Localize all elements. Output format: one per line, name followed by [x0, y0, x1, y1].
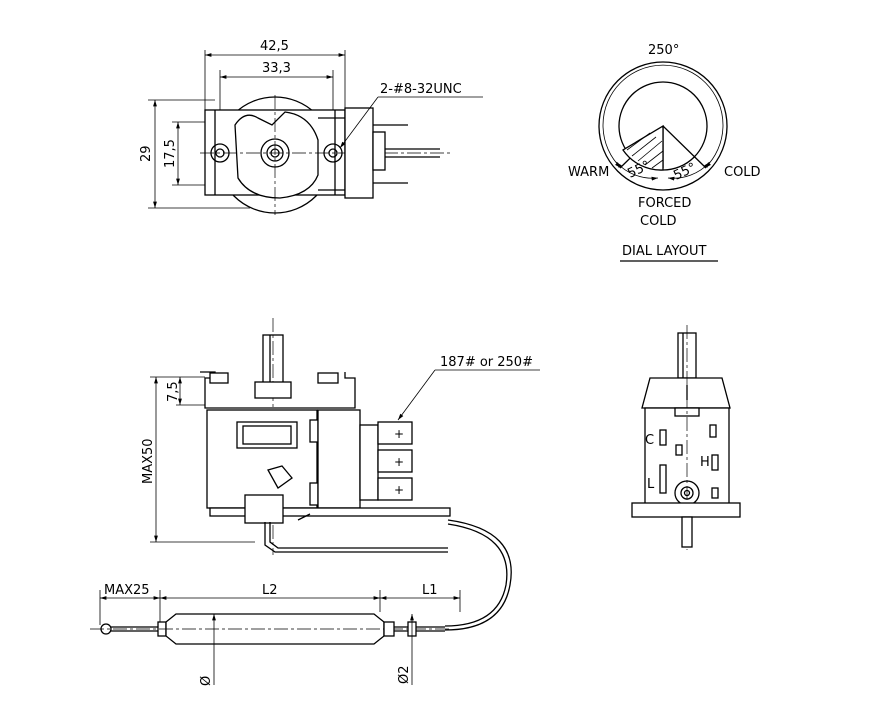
dial-angle-total: 250° — [648, 43, 679, 58]
dim-dia2: Ø2 — [397, 665, 412, 684]
dim-l2: L2 — [262, 583, 278, 598]
dim-width-inner: 33,3 — [262, 61, 291, 76]
svg-text:+: + — [394, 483, 404, 497]
svg-text:+: + — [394, 455, 404, 469]
terminal-1 — [377, 421, 413, 445]
dial-angle-right: 55° — [671, 160, 698, 183]
dial-forced-line1: FORCED — [638, 196, 691, 211]
top-view: 42,5 33,3 29 17,5 — [139, 39, 483, 215]
thread-note: 2-#8-32UNC — [380, 82, 462, 97]
side-label-l: L — [647, 477, 655, 492]
side-label-h: H — [700, 455, 710, 470]
dim-top: 7,5 — [166, 381, 181, 402]
dial-caption: DIAL LAYOUT — [622, 244, 707, 259]
dim-max-height: MAX50 — [141, 438, 156, 484]
terminal-note: 187# or 250# — [440, 355, 533, 370]
dial-layout: 250° 55° 55° WARM COLD FORCED COLD DIAL … — [568, 43, 761, 262]
bulb-view: MAX25 L2 L1 Ø Ø2 — [90, 583, 461, 686]
dial-forced-line2: COLD — [640, 214, 677, 229]
dim-max25: MAX25 — [104, 583, 150, 598]
dial-warm-label: WARM — [568, 165, 609, 180]
side-view: C H L — [631, 325, 741, 550]
dim-width-outer: 42,5 — [260, 39, 289, 54]
front-view: 7,5 MAX50 + + + 187# or 250# — [141, 318, 540, 631]
side-label-c: C — [645, 433, 654, 448]
dim-height-inner: 17,5 — [163, 139, 178, 168]
terminal-3 — [377, 477, 413, 501]
dim-height-outer: 29 — [139, 145, 154, 162]
dial-cold-label: COLD — [724, 165, 761, 180]
dim-l1: L1 — [422, 583, 438, 598]
terminal-2 — [377, 449, 413, 473]
svg-text:+: + — [394, 427, 404, 441]
dim-dia: Ø — [199, 676, 214, 686]
